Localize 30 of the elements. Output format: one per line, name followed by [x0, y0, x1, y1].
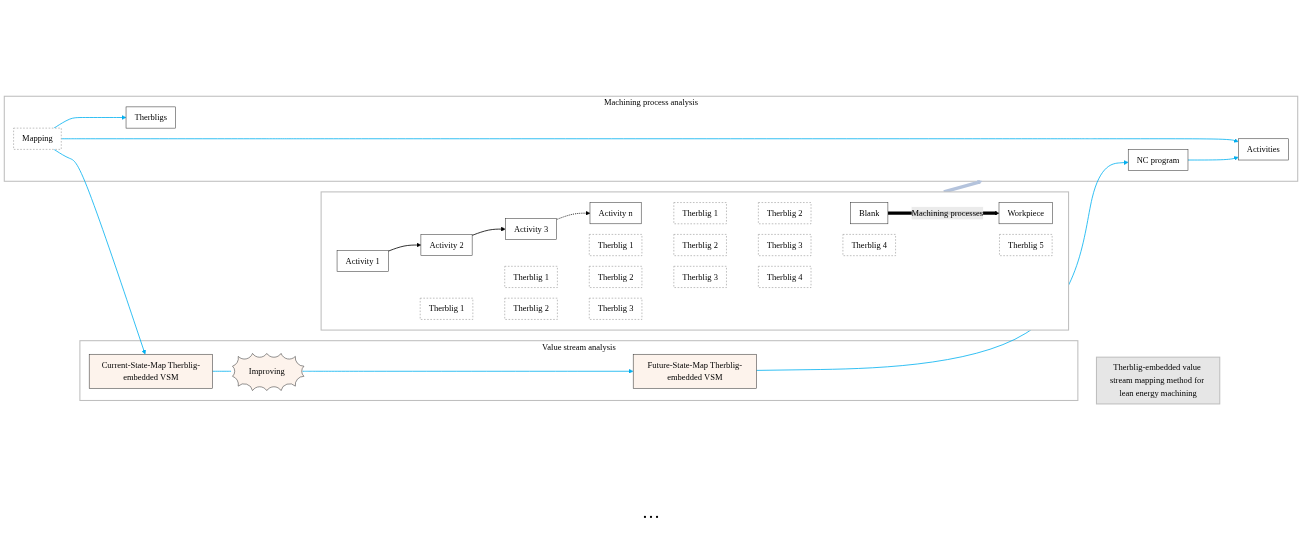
- node-box: Activities: [1238, 138, 1289, 161]
- node-box: Therblig 1: [419, 297, 474, 320]
- node-box: Therblig 2: [673, 234, 727, 256]
- node-box: Therblig 4: [842, 234, 896, 256]
- node-box: Therblig 3: [758, 234, 812, 256]
- node-box: Therblig 1: [673, 202, 727, 224]
- cluster: [320, 191, 1070, 331]
- node-box: Therblig 1: [504, 265, 558, 288]
- node-box: Future-State-Map Therblig-embedded VSM: [632, 353, 757, 389]
- node-box: Activity 1: [336, 250, 389, 272]
- node-box: Therblig-embedded value stream mapping method for lean energy machining: [1095, 356, 1221, 405]
- ellipsis-note: …: [642, 502, 660, 522]
- node-box: Therblig 2: [589, 265, 643, 288]
- node-box: Blank: [850, 202, 889, 224]
- node-box: Therbligs: [125, 106, 176, 129]
- node-box: Therblig 2: [504, 297, 558, 320]
- node-box: Activity 2: [420, 234, 473, 256]
- node-box: Mapping: [13, 127, 62, 150]
- node-box: Therblig 2: [758, 202, 812, 224]
- node-box: Therblig 4: [758, 265, 812, 288]
- edge-label: Machining processes: [911, 208, 984, 218]
- node-box: Activity n: [589, 202, 642, 224]
- node-box: NC program: [1127, 149, 1189, 171]
- node-box: Therblig 3: [589, 297, 643, 320]
- node-box: Therblig 5: [999, 234, 1053, 256]
- node-box: Activity 3: [505, 218, 557, 240]
- node-box: Therblig 1: [589, 234, 643, 256]
- node-box: Current-State-Map Therblig-embedded VSM: [88, 353, 213, 389]
- node-box: Workpiece: [998, 202, 1053, 224]
- node-box: Therblig 3: [673, 265, 727, 288]
